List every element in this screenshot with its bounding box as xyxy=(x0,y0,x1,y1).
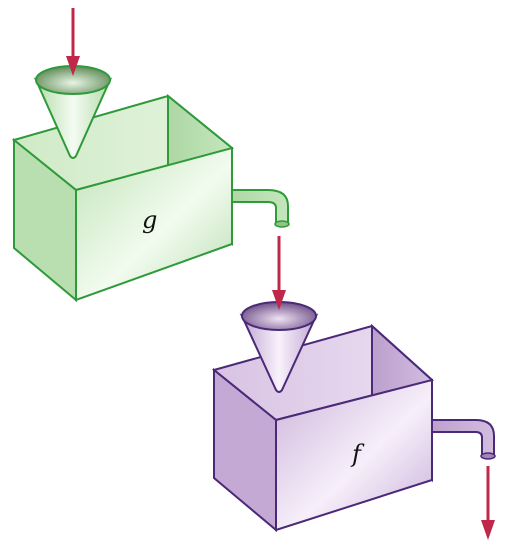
machine-g-label: g xyxy=(142,206,157,234)
f-output-spout xyxy=(427,419,495,457)
input-arrow xyxy=(66,8,80,76)
g-box-face xyxy=(75,146,233,302)
f-box-face xyxy=(275,378,433,532)
flow-arrows xyxy=(66,8,495,540)
output-arrow xyxy=(481,466,495,540)
machine-g: g xyxy=(11,65,290,303)
g-output-spout xyxy=(227,189,289,225)
machine-f: f xyxy=(211,301,496,533)
intermediate-arrow xyxy=(272,236,286,310)
